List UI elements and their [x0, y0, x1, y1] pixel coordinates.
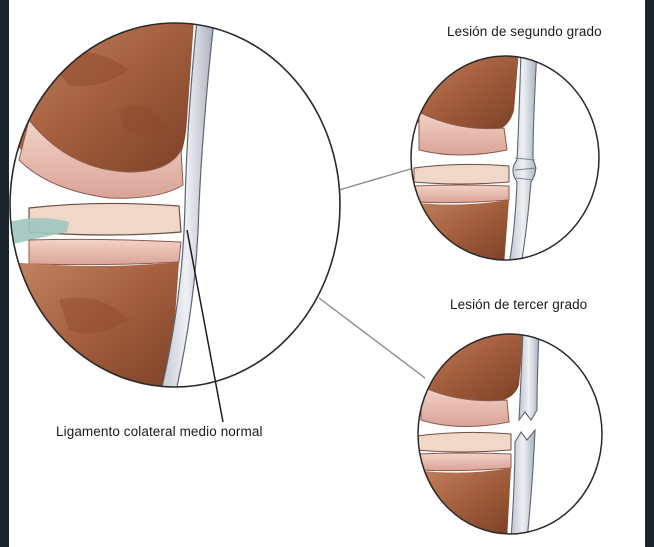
connector-line-second [339, 168, 414, 190]
third-degree-label: Lesión de tercer grado [450, 297, 587, 312]
main-knee-illustration [9, 0, 349, 400]
diagram-canvas: Lesión de segundo grado Lesión de tercer… [9, 0, 645, 547]
third-degree-illustration [414, 330, 614, 540]
second-degree-label: Lesión de segundo grado [447, 24, 602, 39]
connector-line-third [319, 298, 425, 378]
second-degree-illustration [409, 50, 609, 265]
knee-diagram [9, 0, 654, 547]
normal-ligament-label: Ligamento colateral medio normal [56, 424, 263, 439]
